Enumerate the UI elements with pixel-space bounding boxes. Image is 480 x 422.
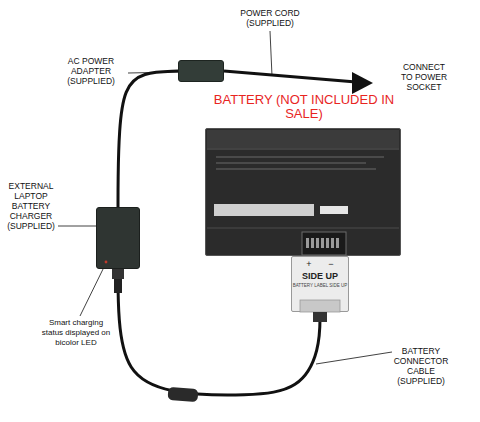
plug-marking: BATTERY LABEL SIDE UP xyxy=(292,283,348,289)
cable xyxy=(118,269,320,395)
arrow-head xyxy=(352,72,373,94)
adapter-box: AC POWER ADAPTER (SUPPLIED) xyxy=(178,60,224,82)
leader-line xyxy=(128,72,178,73)
callout-label: BATTERY CONNECTOR CABLE (SUPPLIED) xyxy=(392,346,450,386)
plug-marking: + xyxy=(304,259,314,269)
callout-label: POWER CORD (SUPPLIED) xyxy=(240,8,300,28)
leader-line xyxy=(316,352,392,364)
charger-strain-relief xyxy=(114,279,122,293)
charger-box: EXTERNAL LAPTOP BATTERY CHARGER (SUPPLIE… xyxy=(96,207,140,269)
leader-line xyxy=(58,226,96,227)
plug-marking: SIDE UP xyxy=(292,271,348,281)
callout-label: EXTERNAL LAPTOP BATTERY CHARGER (SUPPLIE… xyxy=(5,181,57,231)
callout-label: CONNECT TO POWER SOCKET xyxy=(398,62,450,92)
leader-line xyxy=(270,31,272,76)
plug-marking: − xyxy=(326,259,336,269)
battery-heading: BATTERY (NOT INCLUDED IN SALE) xyxy=(206,93,402,121)
connector-plug: + − SIDE UP BATTERY LABEL SIDE UP xyxy=(291,256,349,312)
battery-pack: BATTERY (NOT INCLUDED IN SALE) xyxy=(205,128,401,256)
charger-nose xyxy=(112,269,124,279)
callout-label: AC POWER ADAPTER (SUPPLIED) xyxy=(63,56,119,86)
power-cord xyxy=(224,71,356,82)
leader-line xyxy=(80,263,106,316)
cable xyxy=(118,71,178,207)
plug-strain-relief xyxy=(313,312,327,322)
ferrite-bead xyxy=(168,387,199,402)
callout-label: Smart charging status displayed on bicol… xyxy=(40,318,112,348)
